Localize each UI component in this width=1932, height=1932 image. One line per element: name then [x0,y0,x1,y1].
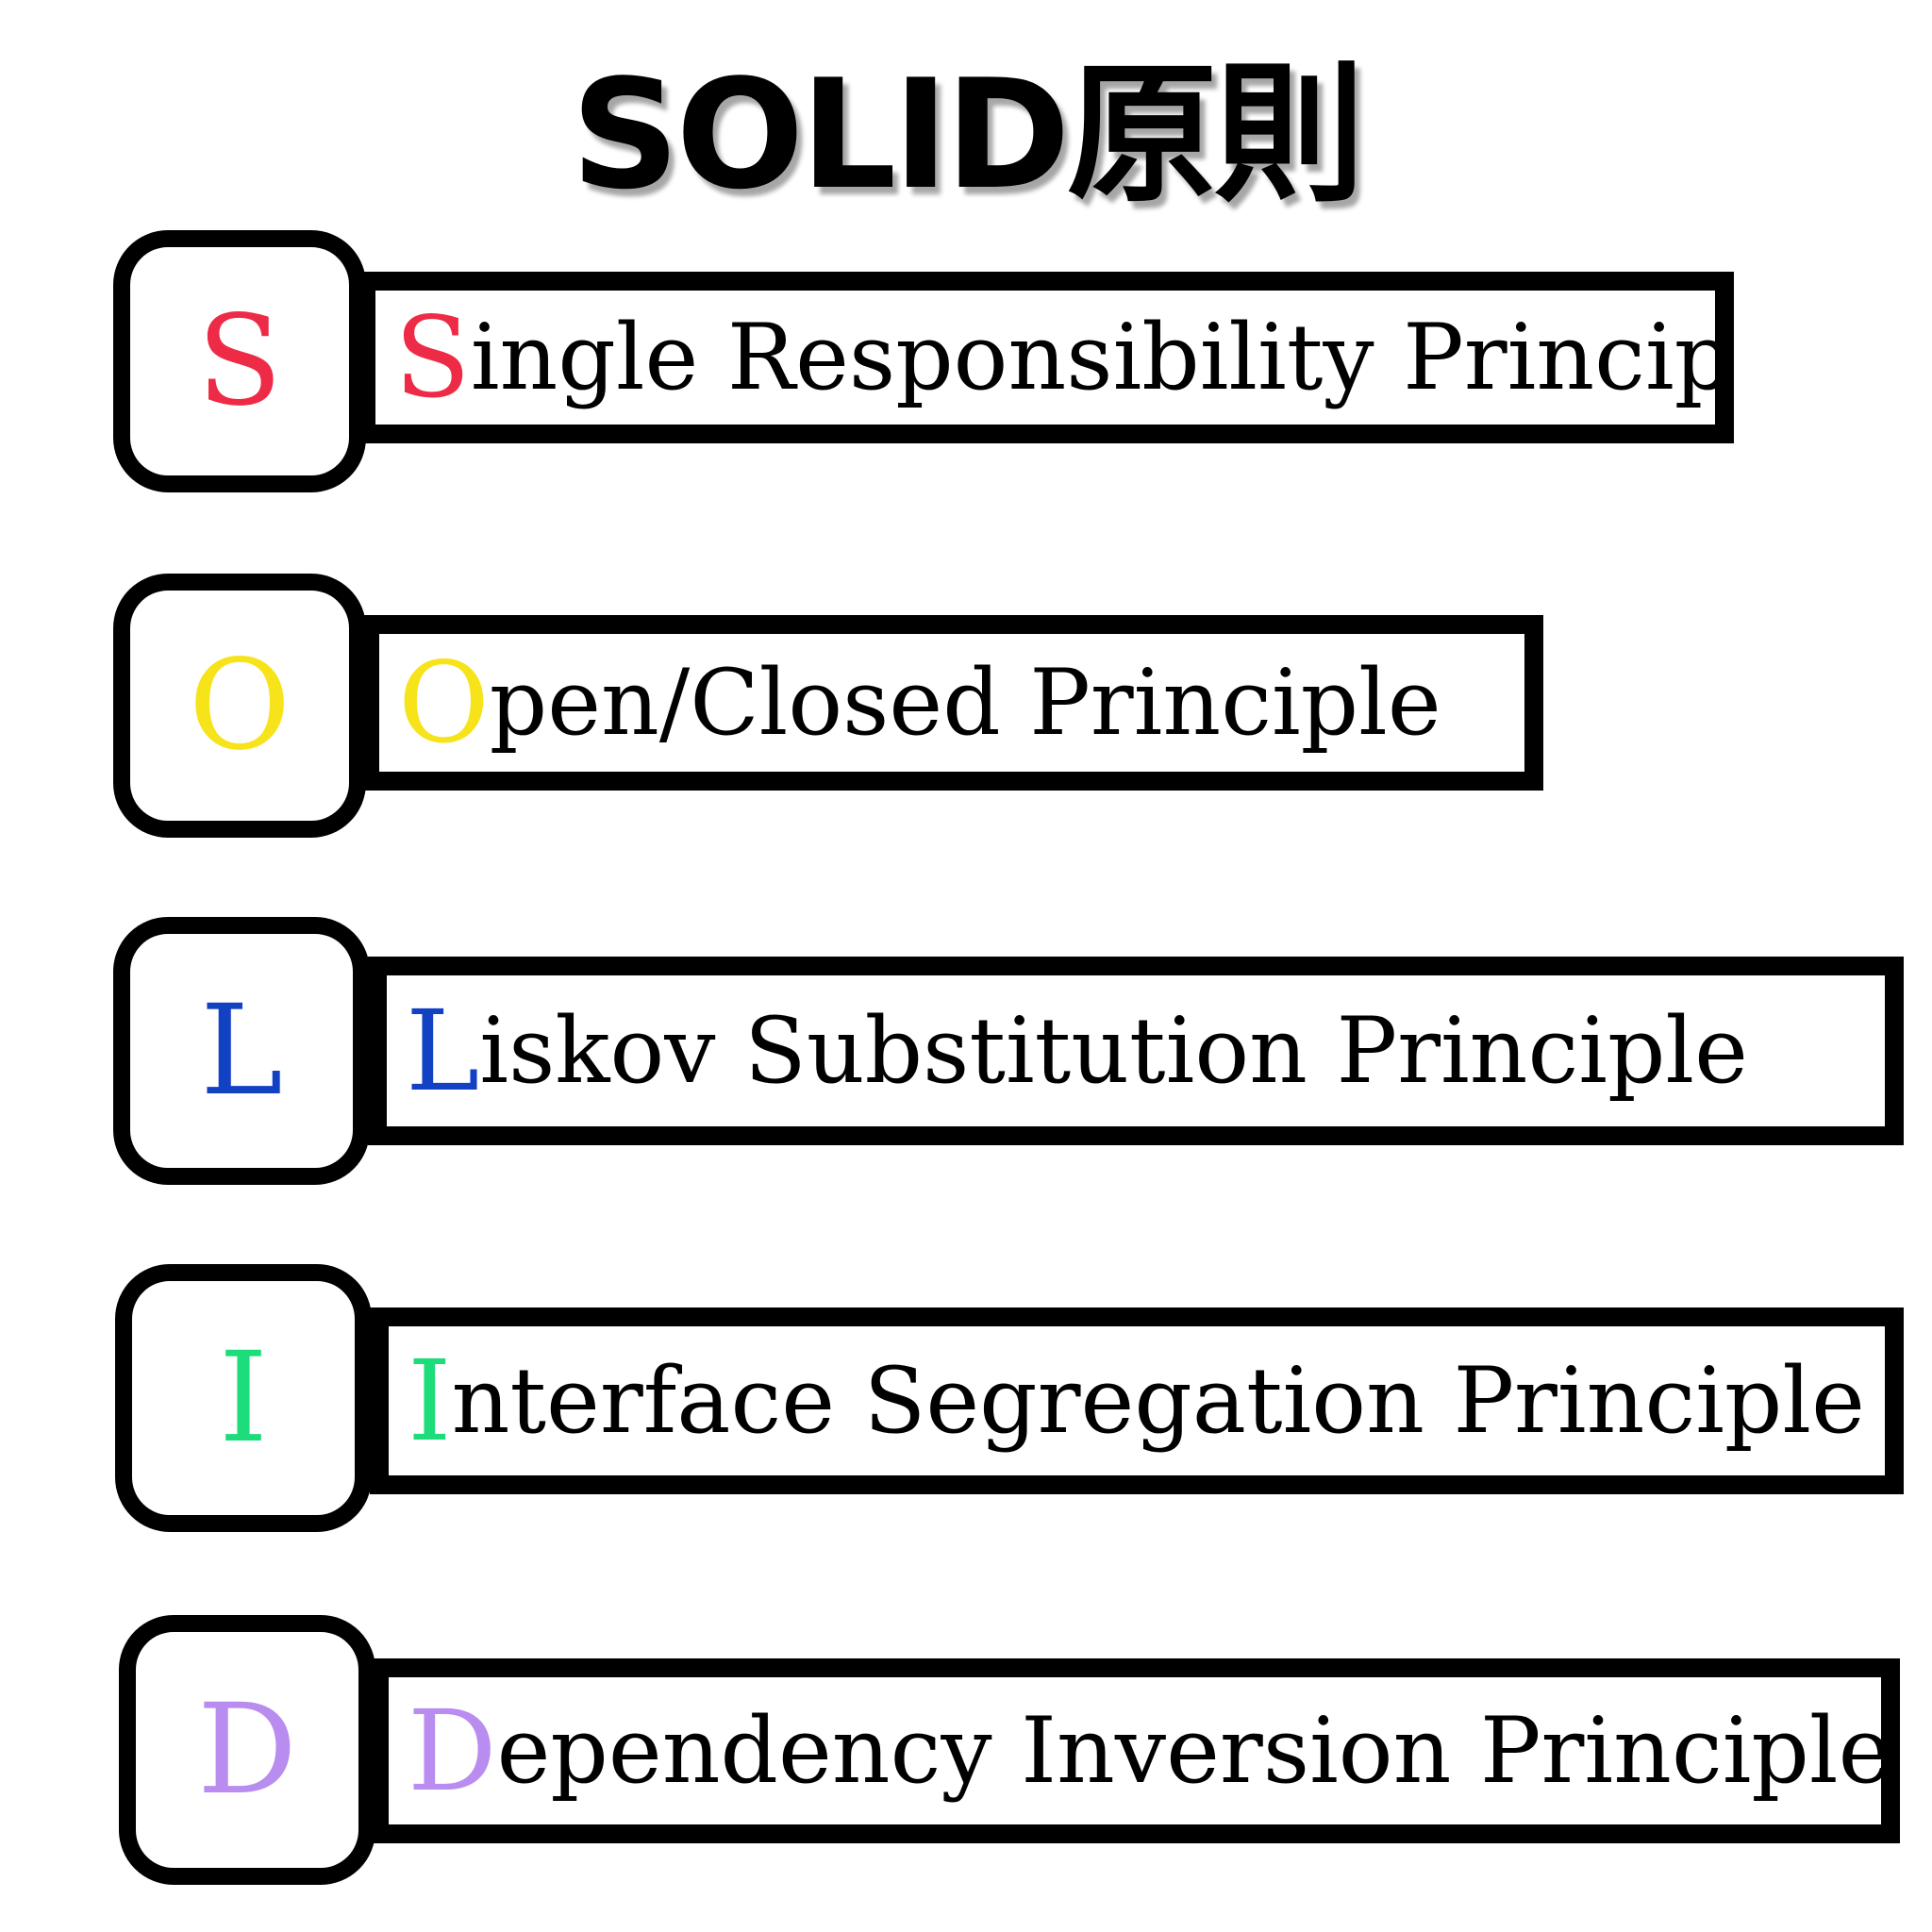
letter-box-s: S [113,230,366,492]
principle-text-interface-segregation: nterface Segregation Principle [451,1348,1865,1454]
letter-s: S [196,289,283,434]
principle-text-open-closed: pen/Closed Principle [489,650,1441,756]
principle-text-dependency-inversion: ependency Inversion Principle [496,1698,1892,1804]
letter-box-o: O [113,574,366,838]
principle-initial-l: L [406,986,480,1116]
letter-l: L [200,978,283,1124]
principle-initial-s: S [394,292,471,423]
letter-box-l: L [113,917,370,1185]
letter-box-d: D [119,1615,375,1885]
principle-initial-i: I [408,1336,452,1466]
letter-o: O [188,633,291,778]
principle-initial-o: O [398,638,490,768]
principle-text-liskov-substitution: iskov Substitution Principle [479,998,1748,1104]
page-title: SOLID原則 [571,46,1365,223]
principle-text-single-responsibility: ingle Responsibility Principle [470,305,1734,410]
principle-initial-d: D [408,1686,497,1816]
letter-d: D [197,1677,297,1823]
letter-box-i: I [115,1264,372,1532]
letter-i: I [218,1325,269,1471]
